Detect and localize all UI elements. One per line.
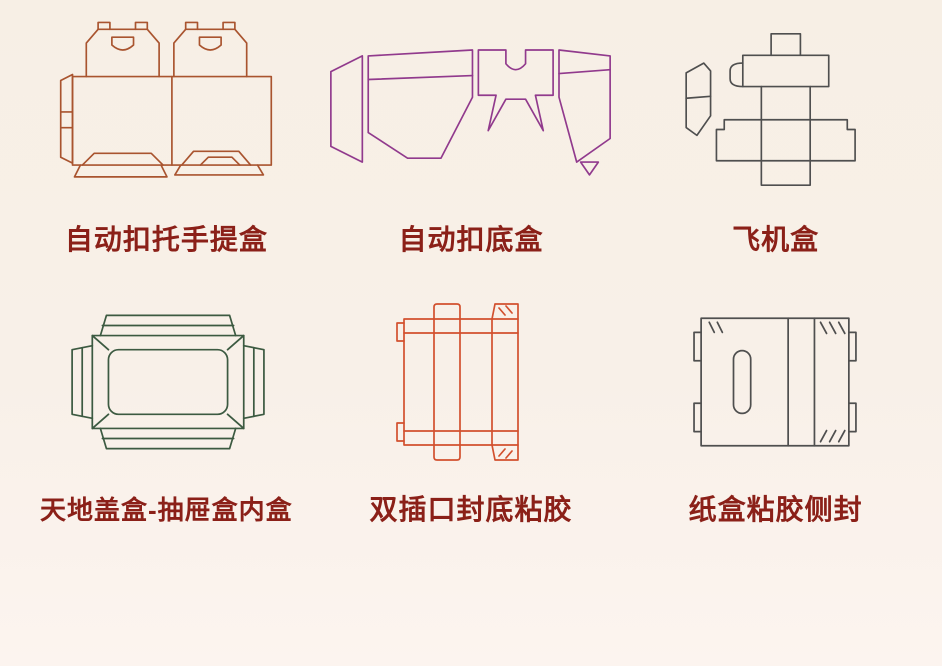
dieline-label-glued-side-seal-carton: 纸盒粘胶侧封	[688, 494, 863, 525]
airplane-box-dieline-icon	[684, 32, 856, 186]
lid-base-drawer-inner-box-dieline-icon	[71, 314, 266, 450]
dieline-card-airplane-box: 飞机盒	[623, 6, 928, 264]
dieline-drawing-lid-base-drawer-inner-box	[14, 282, 319, 482]
dieline-card-lid-base-drawer-inner-box: 天地盖盒-抽屉盒内盒	[14, 282, 319, 534]
dieline-label-auto-lock-handle-box: 自动扣托手提盒	[64, 224, 268, 255]
dieline-label-auto-lock-bottom-box: 自动扣底盒	[398, 224, 544, 255]
auto-lock-bottom-box-dieline-icon	[330, 49, 612, 176]
double-tuck-glued-bottom-dieline-icon	[396, 303, 519, 461]
dieline-drawing-glued-side-seal-carton	[623, 282, 928, 482]
auto-lock-handle-box-dieline-icon	[60, 21, 273, 178]
dieline-grid: 自动扣托手提盒	[14, 6, 928, 534]
dieline-drawing-double-tuck-glued-bottom	[319, 282, 624, 482]
glued-side-seal-carton-dieline-icon	[692, 317, 857, 447]
dieline-label-airplane-box: 飞机盒	[732, 224, 820, 255]
dieline-card-auto-lock-bottom-box: 自动扣底盒	[319, 6, 624, 264]
dieline-card-glued-side-seal-carton: 纸盒粘胶侧封	[623, 282, 928, 534]
dieline-label-double-tuck-glued-bottom: 双插口封底粘胶	[369, 494, 573, 525]
dieline-card-auto-lock-handle-box: 自动扣托手提盒	[14, 6, 319, 264]
dieline-drawing-auto-lock-handle-box	[14, 6, 319, 212]
dieline-card-double-tuck-glued-bottom: 双插口封底粘胶	[319, 282, 624, 534]
dieline-drawing-auto-lock-bottom-box	[319, 6, 624, 212]
dieline-label-lid-base-drawer-inner-box: 天地盖盒-抽屉盒内盒	[39, 494, 293, 525]
dieline-drawing-airplane-box	[623, 6, 928, 212]
